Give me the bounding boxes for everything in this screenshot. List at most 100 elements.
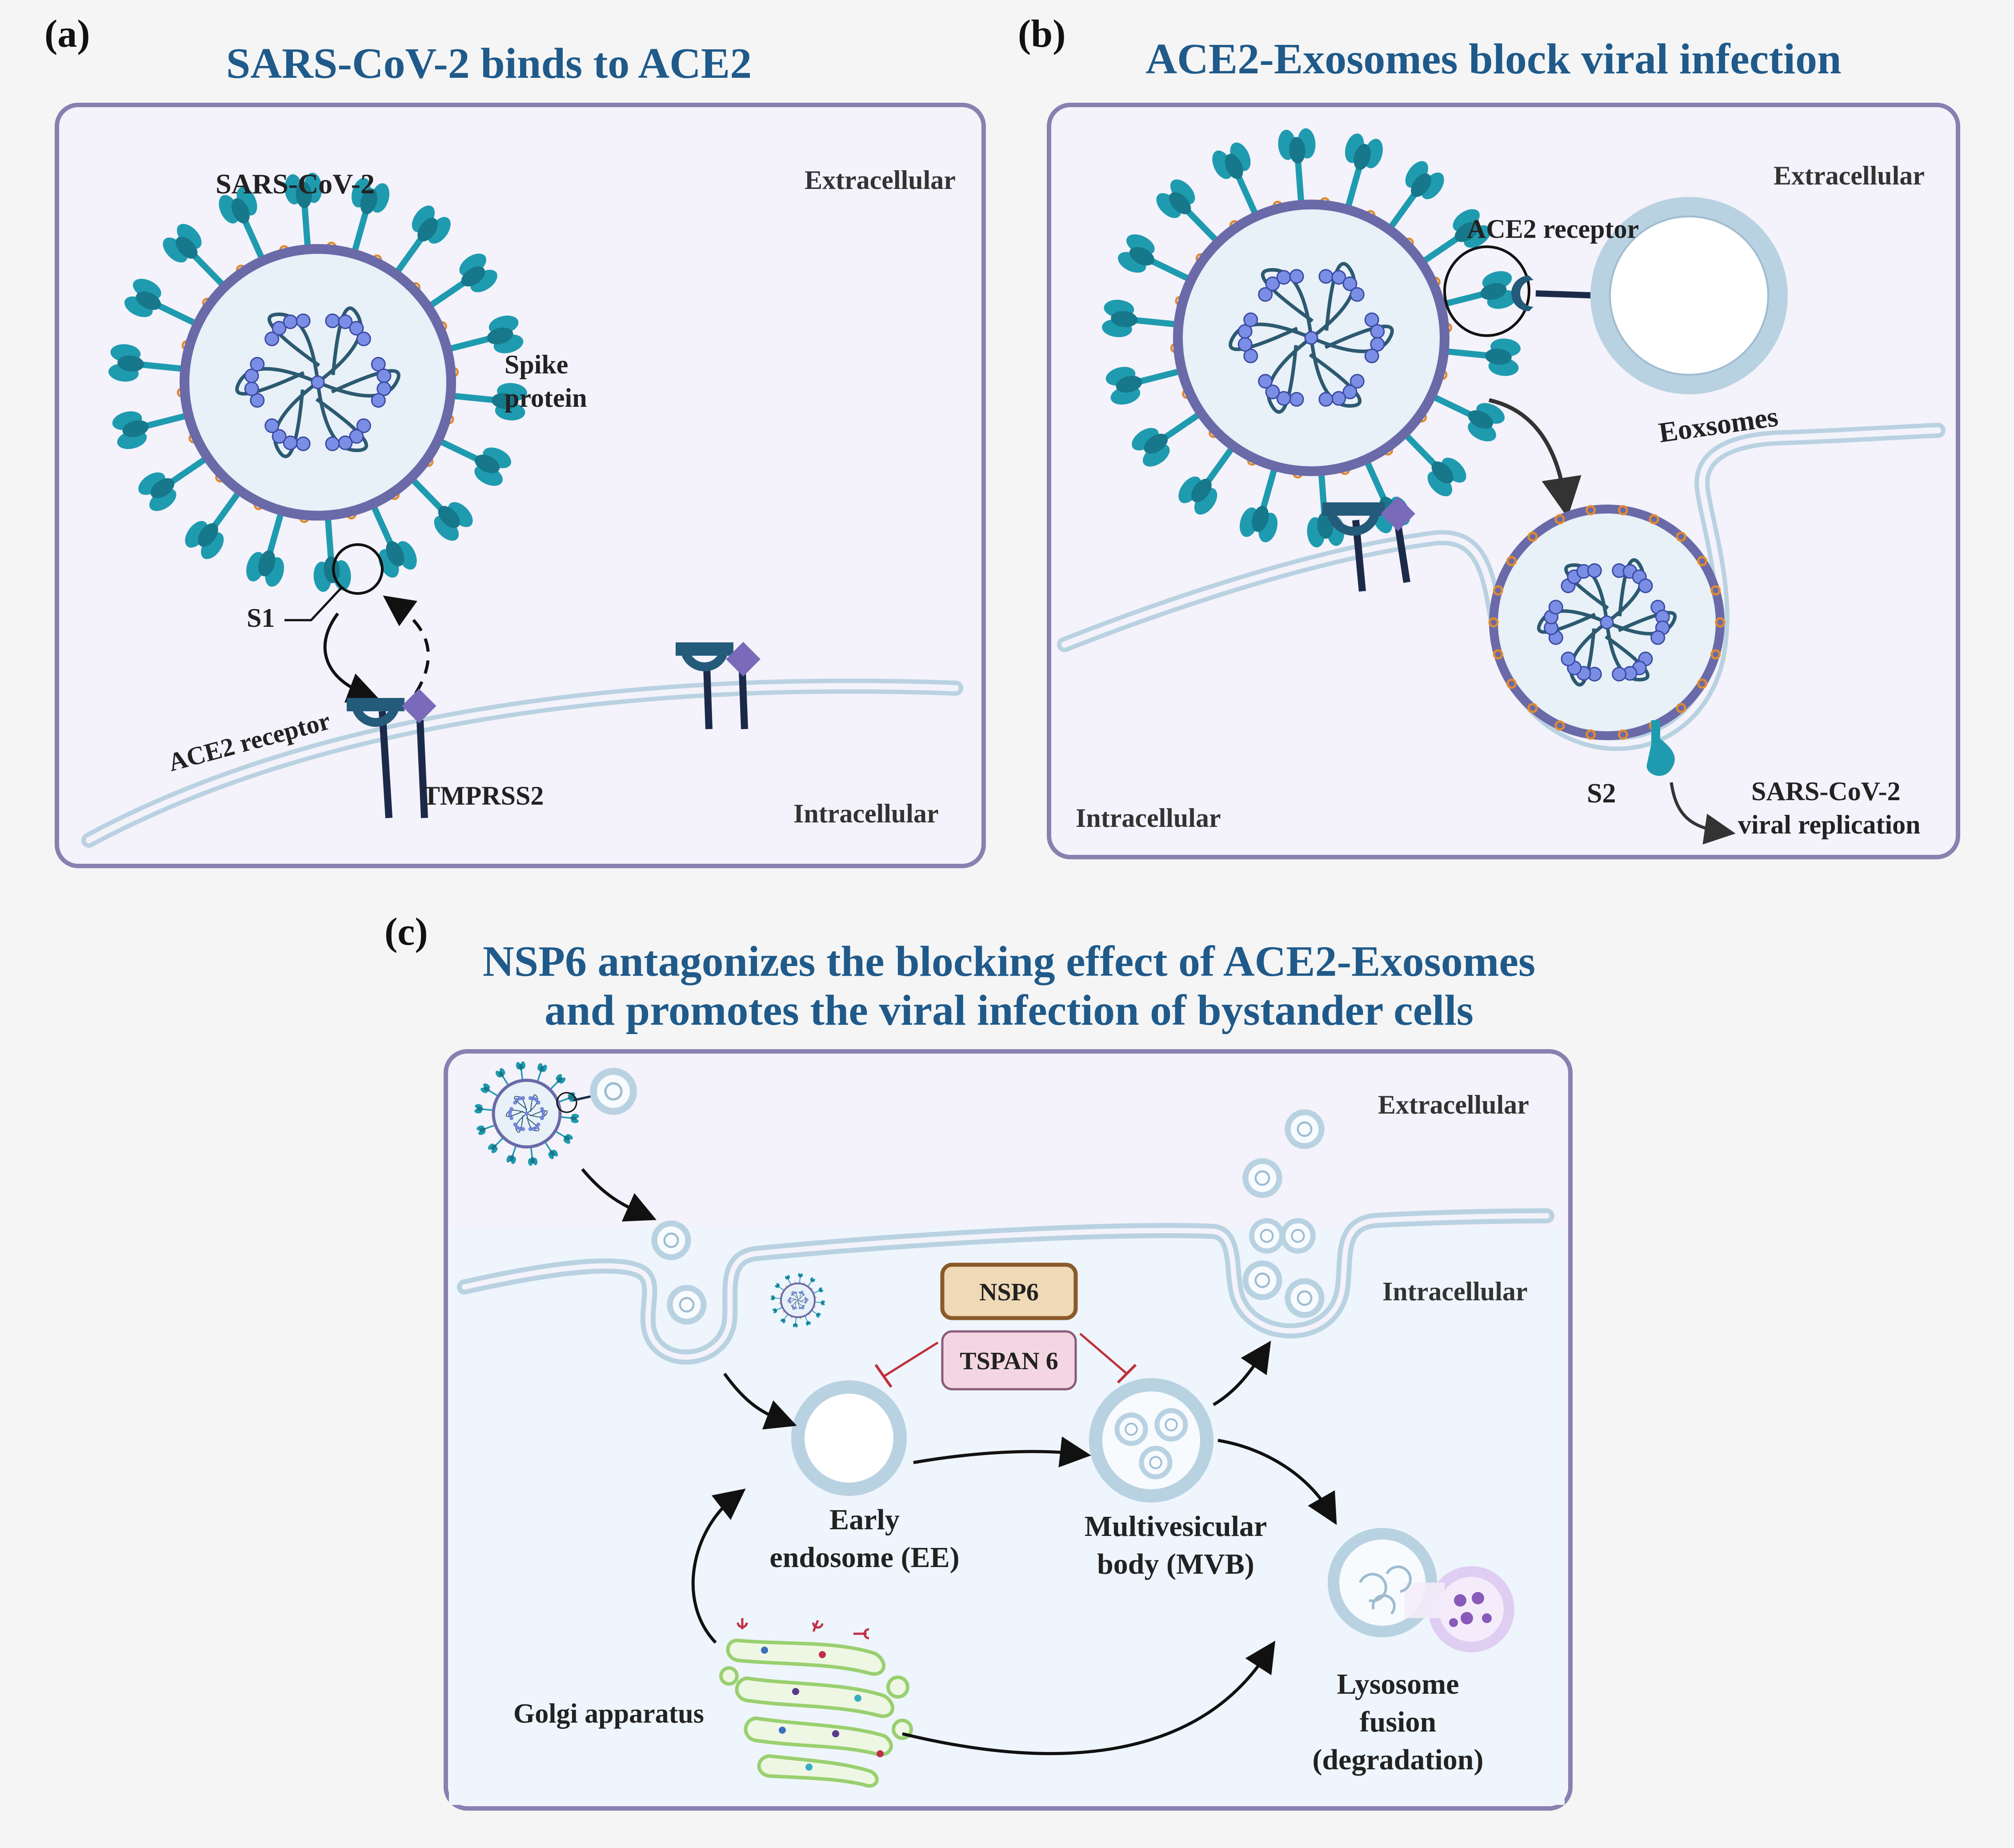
spike-protein-icon — [284, 172, 322, 208]
nucleocapsid-bead — [515, 1098, 519, 1102]
panel-a-tmprss2-second — [726, 641, 761, 730]
nucleocapsid-bead — [797, 1299, 799, 1302]
spike-protein-icon — [1102, 300, 1138, 337]
nucleocapsid-bead — [800, 1291, 802, 1294]
panel-c-vesicle-entering — [651, 1220, 691, 1260]
vesicle-membrane — [1285, 1109, 1325, 1149]
nucleocapsid-bead — [1318, 269, 1333, 284]
vesicle-membrane — [1139, 1446, 1173, 1479]
panel-a-intracellular-label: Intracellular — [793, 799, 939, 828]
panel-c-golgi-label: Golgi apparatus — [513, 1699, 704, 1729]
envelope-protein-icon — [1488, 617, 1499, 628]
nucleocapsid-bead — [1638, 578, 1653, 593]
nucleocapsid-bead — [801, 1306, 804, 1308]
spike-protein-icon — [1132, 428, 1170, 467]
nucleocapsid-bead — [1331, 270, 1346, 285]
spike-protein-icon — [528, 1157, 538, 1166]
panel-c-vesicle-secreting-2 — [1285, 1278, 1325, 1318]
nucleocapsid-bead — [792, 1292, 794, 1295]
panel-c: (c) NSP6 antagonizes the blocking effect… — [384, 910, 1573, 1811]
nucleocapsid-bead — [534, 1098, 539, 1102]
envelope-protein-icon — [779, 1303, 781, 1304]
panel-b-replication-arrow — [1670, 782, 1736, 845]
nucleocapsid-bead — [791, 1294, 793, 1296]
nucleocapsid-bead — [272, 321, 287, 336]
nucleocapsid-bead — [1364, 312, 1379, 327]
spike-protein-icon — [474, 1104, 484, 1114]
spike-protein-icon — [1485, 338, 1521, 376]
spike-protein-icon — [770, 1295, 775, 1300]
nucleocapsid-bead — [805, 1301, 807, 1304]
nucleocapsid-bead — [541, 1110, 545, 1114]
panel-c-ee-label-1: Early — [829, 1503, 900, 1536]
nucleocapsid-bead — [296, 313, 311, 329]
spike-protein-icon — [772, 1308, 777, 1314]
rna-strand — [1310, 325, 1394, 353]
vesicle-core — [663, 1232, 679, 1248]
spike-protein-icon — [805, 1321, 811, 1326]
panel-c-internal-virus — [770, 1273, 825, 1328]
spike-protein-icon — [491, 383, 527, 421]
spike-protein-icon — [495, 1068, 505, 1078]
panel-c-nsp6-box — [940, 1263, 1078, 1320]
panel-a-virus — [108, 172, 527, 592]
vesicle-core — [604, 1082, 623, 1101]
panel-c-vesicle-pit — [667, 1285, 707, 1325]
spike-protein-icon — [246, 550, 284, 587]
nucleocapsid-bead — [325, 436, 340, 451]
spike-protein-icon — [1427, 457, 1466, 497]
nucleocapsid-bead — [1650, 630, 1666, 645]
rna-strand — [797, 1300, 805, 1309]
nucleocapsid-bead — [789, 1300, 791, 1302]
nucleocapsid-bead — [805, 1299, 807, 1301]
nucleocapsid-bead — [793, 1291, 796, 1294]
spike-protein-icon — [570, 1114, 579, 1123]
nucleocapsid-bead — [791, 1305, 793, 1307]
spike-protein-icon — [793, 1323, 798, 1328]
nucleocapsid-bead — [1364, 349, 1379, 364]
envelope-protein-icon — [1618, 729, 1628, 740]
rna-strand — [235, 367, 319, 396]
panel-c-early-endosome — [791, 1380, 907, 1496]
spike-protein-icon — [488, 1143, 498, 1154]
rna-strand — [317, 369, 400, 398]
rna-strand — [526, 1110, 548, 1118]
panel-a-cell-membrane-edge — [86, 683, 959, 843]
rna-strand — [1569, 621, 1608, 687]
rna-strand — [797, 1299, 809, 1303]
rna-strand — [787, 1298, 798, 1302]
panel-a-title: SARS-CoV-2 binds to ACE2 — [226, 40, 752, 88]
spike-protein-icon — [516, 1061, 525, 1070]
spike-protein-icon — [124, 279, 161, 317]
panel-b-ace2-highlight — [1443, 245, 1530, 337]
panel-c-intracellular-label: Intracellular — [1382, 1277, 1528, 1306]
nucleocapsid-bead — [518, 1127, 522, 1131]
panel-a-ace2-receptor-second — [676, 642, 733, 730]
spike-protein-icon — [821, 1300, 825, 1306]
panel-c-arrow-mvb-to-secretion — [1213, 1340, 1271, 1407]
vesicle-membrane — [1280, 1218, 1316, 1254]
panel-c-extracellular-label: Extracellular — [1378, 1090, 1529, 1119]
spike-protein-icon — [163, 224, 202, 263]
spike-protein-icon — [537, 1063, 547, 1073]
nucleocapsid-bead — [1243, 349, 1258, 364]
rna-strand — [515, 1113, 527, 1133]
spike-protein-icon — [434, 502, 473, 541]
panel-c-inhibit-mvb — [1079, 1333, 1128, 1375]
nucleocapsid-bead — [1349, 287, 1365, 302]
nucleocapsid-bead — [250, 393, 265, 408]
panel-c-letter: (c) — [384, 910, 428, 954]
vesicle-membrane — [1242, 1158, 1282, 1198]
spike-protein-icon — [1480, 271, 1517, 309]
spike-protein-icon — [412, 205, 451, 244]
nucleocapsid-bead — [244, 369, 259, 384]
envelope-protein-icon — [1586, 729, 1596, 740]
envelope-protein-icon — [1586, 505, 1596, 516]
spike-protein-icon — [1117, 234, 1155, 273]
nucleocapsid-bead — [541, 1113, 545, 1117]
nucleocapsid-bead — [338, 314, 353, 329]
nucleocapsid-bead — [521, 1096, 525, 1100]
nucleocapsid-bead — [338, 435, 353, 450]
envelope-protein-icon — [783, 1311, 785, 1313]
